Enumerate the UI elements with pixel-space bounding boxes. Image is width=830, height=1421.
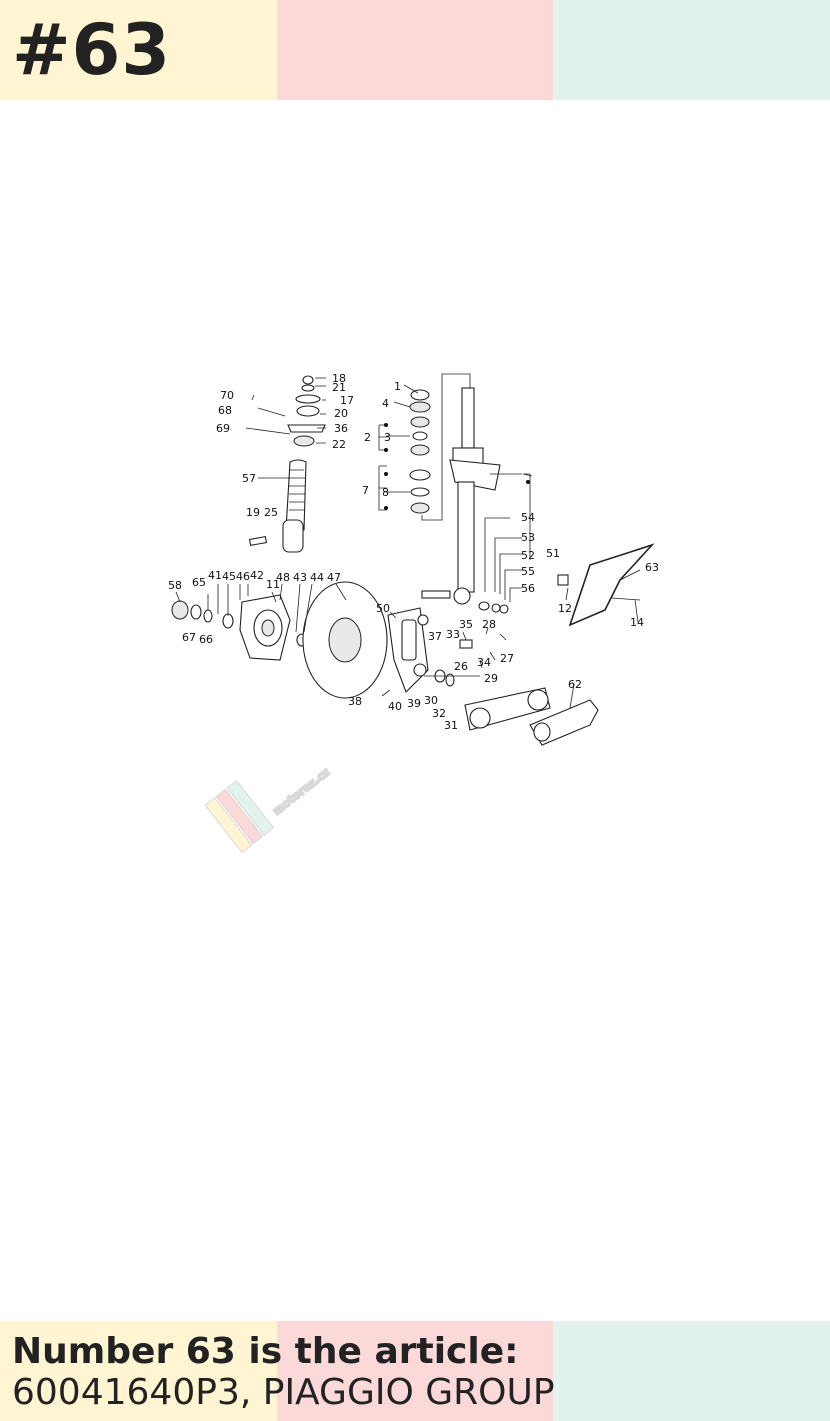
label-26: 26 bbox=[454, 660, 468, 673]
part-labels: 1 2 3 4 7 8 11 12 14 17 18 19 20 21 22 2… bbox=[168, 372, 659, 732]
label-21: 21 bbox=[332, 381, 346, 394]
watermark: motoraz.cz bbox=[204, 765, 333, 854]
label-62: 62 bbox=[568, 678, 582, 691]
label-42: 42 bbox=[250, 569, 264, 582]
label-46: 46 bbox=[236, 570, 250, 583]
label-65: 65 bbox=[192, 576, 206, 589]
brake-caliper bbox=[387, 607, 429, 693]
part-number-title: #63 bbox=[12, 9, 172, 91]
band-mint bbox=[553, 0, 830, 100]
label-57: 57 bbox=[242, 472, 256, 485]
label-27: 27 bbox=[500, 652, 514, 665]
label-70: 70 bbox=[220, 389, 234, 402]
label-20: 20 bbox=[334, 407, 348, 420]
label-50: 50 bbox=[376, 602, 390, 615]
shock-absorber bbox=[248, 375, 326, 553]
label-56: 56 bbox=[521, 582, 535, 595]
exploded-parts-diagram: motoraz.cz bbox=[168, 372, 659, 854]
label-17: 17 bbox=[340, 394, 354, 407]
band-yellow bbox=[0, 1321, 277, 1421]
band-yellow bbox=[0, 0, 277, 100]
label-51: 51 bbox=[546, 547, 560, 560]
label-45: 45 bbox=[222, 570, 236, 583]
swing-arm-cover bbox=[529, 699, 599, 746]
leader-lines bbox=[175, 373, 641, 709]
label-3: 3 bbox=[384, 431, 391, 444]
label-8: 8 bbox=[382, 486, 389, 499]
label-48: 48 bbox=[276, 571, 290, 584]
swing-arm bbox=[464, 687, 551, 731]
label-32: 32 bbox=[432, 707, 446, 720]
label-53: 53 bbox=[521, 531, 535, 544]
label-39: 39 bbox=[407, 697, 421, 710]
label-68: 68 bbox=[218, 404, 232, 417]
label-69: 69 bbox=[216, 422, 230, 435]
label-38: 38 bbox=[348, 695, 362, 708]
label-2: 2 bbox=[364, 431, 371, 444]
label-31: 31 bbox=[444, 719, 458, 732]
bearing-stack bbox=[409, 389, 431, 514]
label-47: 47 bbox=[327, 571, 341, 584]
article-caption: Number 63 is the article: bbox=[12, 1331, 519, 1372]
label-1: 1 bbox=[394, 380, 401, 393]
label-14: 14 bbox=[630, 616, 644, 629]
label-34: 34 bbox=[477, 656, 491, 669]
label-22: 22 bbox=[332, 438, 346, 451]
label-36: 36 bbox=[334, 422, 348, 435]
label-43: 43 bbox=[293, 571, 307, 584]
article-number: 60041640P3, PIAGGIO GROUP bbox=[12, 1372, 555, 1413]
label-4: 4 bbox=[382, 397, 389, 410]
band-pink bbox=[276, 0, 554, 100]
top-color-band bbox=[0, 0, 830, 100]
label-19: 19 bbox=[246, 506, 260, 519]
label-25: 25 bbox=[264, 506, 278, 519]
label-33: 33 bbox=[446, 628, 460, 641]
label-54: 54 bbox=[521, 511, 535, 524]
label-66: 66 bbox=[199, 633, 213, 646]
label-12: 12 bbox=[558, 602, 572, 615]
label-55: 55 bbox=[521, 565, 535, 578]
label-7: 7 bbox=[362, 484, 369, 497]
brake-disc bbox=[302, 581, 388, 699]
label-41: 41 bbox=[208, 569, 222, 582]
label-29: 29 bbox=[484, 672, 498, 685]
mudguard-part-63 bbox=[557, 543, 655, 627]
band-mint bbox=[553, 1321, 830, 1421]
label-58: 58 bbox=[168, 579, 182, 592]
steering-tube bbox=[449, 387, 501, 605]
label-35: 35 bbox=[459, 618, 473, 631]
bullet-markers bbox=[384, 423, 530, 510]
label-37: 37 bbox=[428, 630, 442, 643]
label-67: 67 bbox=[182, 631, 196, 644]
label-18: 18 bbox=[332, 372, 346, 385]
wheel-hub bbox=[171, 594, 308, 661]
label-44: 44 bbox=[310, 571, 324, 584]
label-30: 30 bbox=[424, 694, 438, 707]
band-pink bbox=[276, 1321, 554, 1421]
label-63: 63 bbox=[645, 561, 659, 574]
bottom-color-band bbox=[0, 1321, 830, 1421]
label-40: 40 bbox=[388, 700, 402, 713]
label-28: 28 bbox=[482, 618, 496, 631]
label-11: 11 bbox=[266, 578, 280, 591]
label-52: 52 bbox=[521, 549, 535, 562]
watermark-text: motoraz.cz bbox=[270, 766, 332, 818]
